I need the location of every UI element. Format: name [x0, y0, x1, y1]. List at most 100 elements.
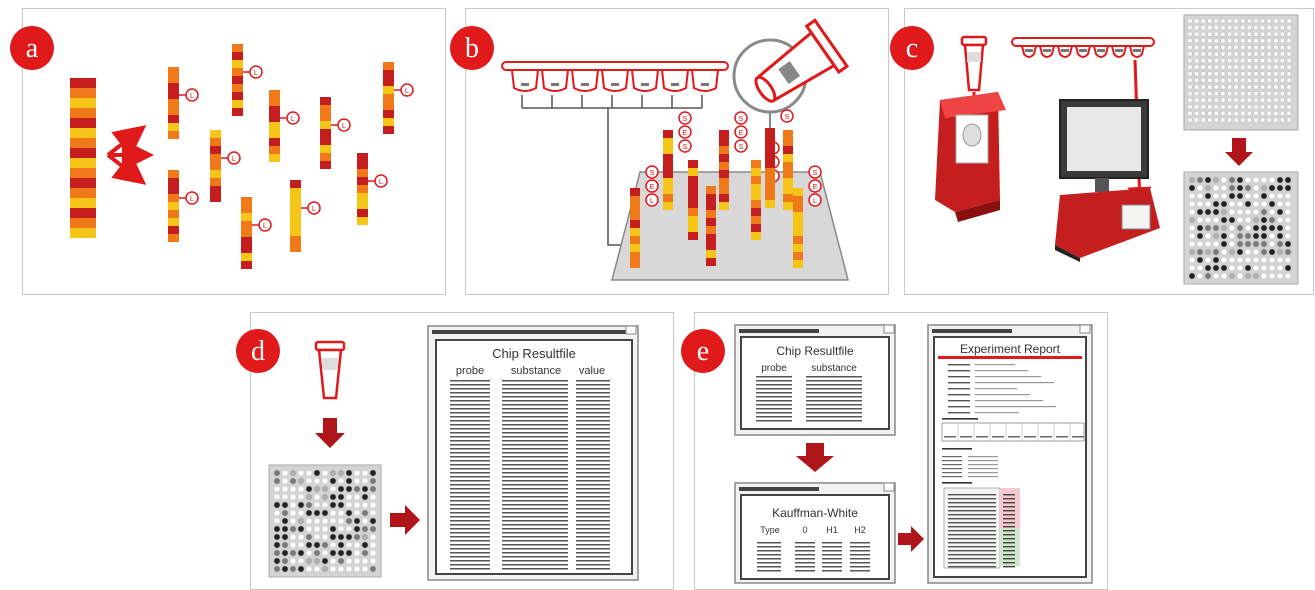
chip-probe: SES: [719, 111, 748, 210]
short-probe: L: [383, 62, 414, 134]
array-spot: [1284, 224, 1292, 232]
probe-segment: [630, 204, 640, 212]
array-spot: [1214, 97, 1219, 103]
array-spot: [369, 525, 377, 533]
array-spot: [329, 565, 337, 573]
array-spot: [1276, 200, 1284, 208]
array-spot: [1220, 232, 1228, 240]
array-spot: [1268, 192, 1276, 200]
array-spot: [1220, 38, 1226, 44]
array-spot: [1220, 45, 1226, 50]
hybridization-scan-illustration: [935, 14, 1299, 285]
array-spot: [289, 549, 297, 557]
array-spot: [329, 541, 337, 549]
array-spot: [1187, 58, 1193, 63]
array-spot: [1214, 104, 1219, 110]
row-line: [756, 408, 792, 410]
array-spot: [313, 565, 321, 573]
array-spot: [313, 517, 321, 525]
array-spot: [1214, 71, 1219, 77]
array-spot: [1268, 256, 1276, 264]
row-line: [756, 376, 792, 378]
array-spot: [1227, 58, 1233, 63]
panel-letter-e-text: e: [697, 336, 709, 367]
row-line: [502, 568, 568, 570]
array-spot: [1280, 84, 1285, 90]
array-spot: [1286, 84, 1292, 90]
array-spot: [1253, 25, 1259, 30]
array-spot: [289, 477, 297, 485]
array-spot: [1253, 18, 1259, 24]
array-spot: [1266, 58, 1272, 63]
right-arrow-e: [898, 526, 924, 552]
label-badge-circle: [258, 218, 272, 232]
probe-segment: [793, 236, 803, 244]
array-spot: [1260, 25, 1266, 30]
array-spot: [1240, 31, 1246, 37]
array-spot: [1266, 78, 1272, 83]
array-spot: [1252, 216, 1260, 224]
array-spot: [321, 485, 329, 493]
array-spot: [1260, 78, 1266, 83]
row-line: [576, 448, 610, 450]
array-spot: [1227, 18, 1233, 24]
array-spot: [313, 525, 321, 533]
array-spot: [273, 541, 281, 549]
array-spot: [1284, 200, 1292, 208]
array-spot: [1260, 45, 1266, 50]
probe-segment: [663, 162, 673, 170]
array-spot: [1227, 84, 1233, 90]
array-spot: [1240, 64, 1246, 70]
array-spot: [1214, 18, 1219, 24]
chip-resultfile-window-small: Chip Resultfile probe substance: [734, 324, 896, 436]
array-spot: [1286, 58, 1292, 63]
probe-segment: [783, 146, 793, 154]
row-line: [450, 428, 490, 430]
chip-probe: S: [765, 109, 794, 208]
array-spot: [1187, 78, 1193, 83]
array-spot: [353, 501, 361, 509]
array-spot: [1276, 176, 1284, 184]
array-spot: [329, 557, 337, 565]
array-spot: [1227, 111, 1233, 116]
array-spot: [1266, 97, 1272, 103]
array-spot: [1200, 51, 1206, 57]
array-spot: [305, 501, 313, 509]
array-spot: [1207, 38, 1213, 44]
tube: [630, 69, 660, 92]
array-spot: [345, 525, 353, 533]
array-spot: [361, 485, 369, 493]
array-spot: [353, 533, 361, 541]
array-spot: [1220, 256, 1228, 264]
label-badge-circle: [645, 165, 659, 179]
array-spot: [305, 525, 313, 533]
array-spot: [273, 477, 281, 485]
panel-letter-b-text: b: [465, 33, 479, 64]
row-line: [450, 532, 490, 534]
probe-segment: [783, 154, 793, 162]
array-spot: [1204, 208, 1212, 216]
array-spot: [1260, 224, 1268, 232]
sequence-segment: [70, 158, 96, 168]
array-spot: [1196, 208, 1204, 216]
row-line: [806, 420, 862, 422]
array-spot: [281, 541, 289, 549]
probe-segment: [630, 196, 640, 204]
array-spot: [1233, 71, 1239, 77]
label-badge-circle: [780, 109, 794, 123]
probe-segment: [241, 261, 252, 269]
array-spot: [1220, 208, 1228, 216]
array-spot: [1188, 224, 1196, 232]
probe-segment: [357, 193, 368, 201]
probe-segment: [210, 154, 221, 162]
array-spot: [1268, 248, 1276, 256]
probe-segment: [241, 253, 252, 261]
array-spot: [353, 525, 361, 533]
array-spot: [1212, 192, 1220, 200]
array-spot: [345, 565, 353, 573]
array-spot: [1253, 117, 1259, 123]
array-spot: [1214, 25, 1219, 30]
array-spot: [1196, 240, 1204, 248]
array-spot: [1207, 45, 1213, 50]
probe-segment: [241, 245, 252, 253]
